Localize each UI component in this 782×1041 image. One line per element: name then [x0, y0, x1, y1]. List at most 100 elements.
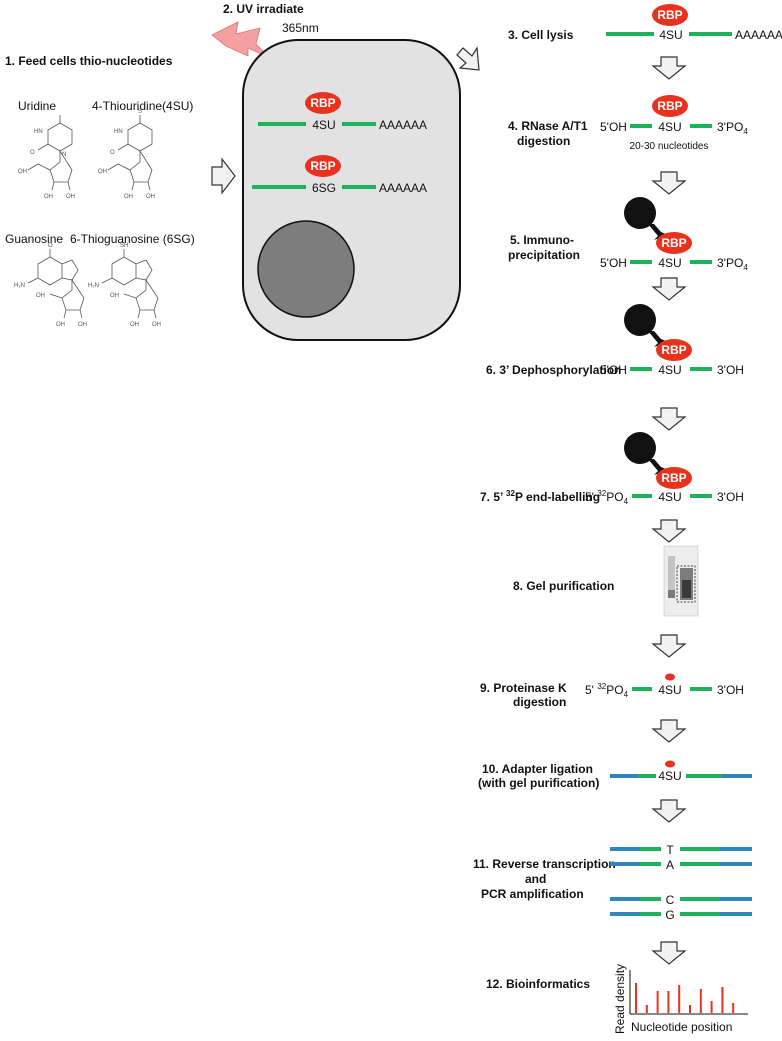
thioguanosine-sh: SH: [120, 243, 128, 249]
step11-label-line2: and: [525, 872, 546, 886]
step2-title: 2. UV irradiate: [223, 2, 304, 16]
guanosine-o: O: [48, 243, 53, 249]
uridine-hn: HN: [34, 129, 43, 135]
down-arrow-icon: [651, 56, 687, 80]
s5-5oh: 5'OH: [600, 256, 627, 270]
s6-antibody-bead-icon: [624, 304, 656, 336]
s3-polya: AAAAAA: [735, 28, 782, 42]
s10-4su: 4SU: [658, 769, 681, 783]
uridine-o: O: [30, 150, 35, 156]
step9-label-line2: digestion: [513, 695, 566, 709]
thioguanosine-oh1: OH: [130, 322, 139, 328]
uv-wavelength: 365nm: [282, 21, 319, 35]
step3-label: 3. Cell lysis: [508, 28, 574, 42]
guanosine-label: Guanosine: [5, 232, 63, 246]
cell-rbp-2-label: RBP: [310, 159, 335, 173]
thiouridine-oh2: OH: [146, 194, 155, 200]
step11-label-line3: PCR amplification: [481, 887, 584, 901]
s7-3oh: 3'OH: [717, 490, 744, 504]
s6-rbp-icon: [656, 339, 692, 361]
thioguanosine-oh2: OH: [152, 322, 161, 328]
thiouridine-structure-icon: S HN O OH OH OH: [98, 109, 155, 200]
s6-4su: 4SU: [658, 363, 681, 377]
thiouridine-oh1: OH: [124, 194, 133, 200]
s5-4su: 4SU: [658, 256, 681, 270]
arrow-diagonal-icon: [456, 46, 480, 71]
s6-3oh: 3'OH: [717, 363, 744, 377]
uridine-n: N: [62, 152, 66, 158]
step12-label: 12. Bioinformatics: [486, 977, 590, 991]
s5-rbp-icon: [656, 232, 692, 254]
chart-y-label: Read density: [613, 964, 627, 1034]
s10-peptide-icon: [665, 760, 675, 768]
down-arrow-icon: [651, 171, 687, 195]
s5-3po4: 3'PO4: [717, 256, 748, 272]
cell-polya-2: AAAAAA: [379, 181, 427, 195]
guanosine-structure-icon: O H₂N OH OH OH: [14, 243, 87, 328]
cell-rbp-2-icon: [305, 155, 341, 177]
guanosine-oh2: OH: [78, 322, 87, 328]
cell-polya-1: AAAAAA: [379, 118, 427, 132]
guanosine-oh1: OH: [56, 322, 65, 328]
chart-x-label: Nucleotide position: [631, 1020, 732, 1034]
pcr-base-label: C: [666, 893, 675, 907]
s6-5oh: 5'OH: [600, 363, 627, 377]
s9-3oh: 3'OH: [717, 683, 744, 697]
gel-image: [663, 545, 699, 617]
s7-antibody-bead-icon: [624, 432, 656, 464]
s7-rbp-label: RBP: [661, 471, 686, 485]
step8-label: 8. Gel purification: [513, 579, 614, 593]
thioguanosine-ho: OH: [110, 293, 119, 299]
s7-5po4: 5' 32PO4: [585, 489, 629, 506]
step7-label: 7. 5’ 32P end-labelling: [480, 489, 600, 504]
s5-rbp-label: RBP: [661, 236, 686, 250]
pcr-base-label: T: [666, 843, 674, 857]
cell-rbp-1-icon: [305, 92, 341, 114]
s3-rbp-label: RBP: [657, 8, 682, 22]
s3-4su: 4SU: [659, 28, 682, 42]
step4-label-line2: digestion: [517, 134, 570, 148]
thioguanosine-h2n: H₂N: [88, 283, 99, 289]
thioguanosine-structure-icon: SH H₂N OH OH OH: [88, 243, 161, 328]
down-arrow-icon: [651, 407, 687, 431]
down-arrows: [651, 56, 687, 965]
down-arrow-icon: [651, 719, 687, 743]
thiouridine-label: 4-Thiouridine(4SU): [92, 99, 193, 113]
nucleus: [257, 220, 355, 318]
step10-label-line1: 10. Adapter ligation: [482, 762, 593, 776]
s9-5po4: 5' 32PO4: [585, 682, 629, 699]
thiouridine-ho: OH: [98, 169, 107, 175]
thiouridine-o: O: [110, 150, 115, 156]
step4-label-line1: 4. RNase A/T1: [508, 119, 588, 133]
thioguanosine-label: 6-Thioguanosine (6SG): [70, 232, 195, 246]
pcr-base-label: A: [666, 858, 674, 872]
step6-label: 6. 3’ Dephosphorylation: [486, 363, 621, 377]
uridine-oh1: OH: [44, 194, 53, 200]
s6-rbp-label: RBP: [661, 343, 686, 357]
uv-lightning-icon: [211, 21, 271, 59]
step1-title: 1. Feed cells thio-nucleotides: [5, 54, 173, 68]
pcr-base-label: G: [665, 908, 674, 922]
s4-4su: 4SU: [658, 120, 681, 134]
read-density-chart: Read density Nucleotide position: [613, 964, 748, 1034]
thiouridine-s: S: [138, 109, 142, 115]
step5-label-line1: 5. Immuno-: [510, 233, 574, 247]
step9-label-line1: 9. Proteinase K: [480, 681, 567, 695]
uridine-ho: OH: [18, 169, 27, 175]
arrow-right-icon: [211, 157, 236, 195]
s7-rbp-icon: [656, 467, 692, 489]
thiouridine-hn: HN: [114, 129, 123, 135]
s9-4su: 4SU: [658, 683, 681, 697]
s4-3po4: 3'PO4: [717, 120, 748, 136]
cell-6sg-label: 6SG: [312, 181, 336, 195]
chart-bars: [635, 983, 735, 1013]
s7-4su: 4SU: [658, 490, 681, 504]
down-arrow-icon: [651, 941, 687, 965]
cell-rbp-1-label: RBP: [310, 96, 335, 110]
s4-rbp-label: RBP: [657, 99, 682, 113]
down-arrow-icon: [651, 634, 687, 658]
step11-label-line1: 11. Reverse transcription: [473, 857, 616, 871]
guanosine-h2n: H₂N: [14, 283, 25, 289]
cell-4su-label: 4SU: [312, 118, 335, 132]
